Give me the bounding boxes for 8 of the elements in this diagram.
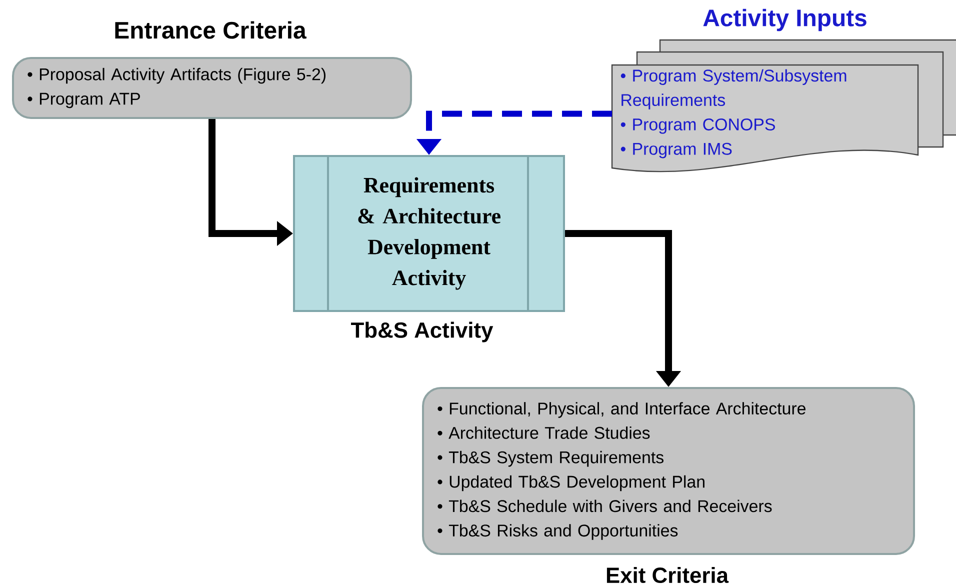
- criteria-box: • Functional, Physical, and Interface Architecture • Architecture Trade Studies • Tb&S System Requirements • Updated Tb&S Development Plan • Tb&S Schedule with Givers and Receivers • Tb&S Risks and Opportunities: [422, 387, 915, 555]
- activity-box: Requirements & Architecture Development Activity: [293, 154, 565, 312]
- heading-text: Tb&S Activity: [351, 322, 494, 342]
- document-stack: • Program System/Subsystem Requirements • Program CONOPS • Program IMS: [611, 39, 956, 172]
- heading-text: Entrance Criteria: [115, 21, 306, 39]
- heading-text: Exit Criteria: [606, 566, 729, 584]
- heading-text: Activity Inputs: [703, 8, 866, 32]
- criteria-box: • Proposal Activity Artifacts (Figure 5-2) • Program ATP: [12, 57, 412, 119]
